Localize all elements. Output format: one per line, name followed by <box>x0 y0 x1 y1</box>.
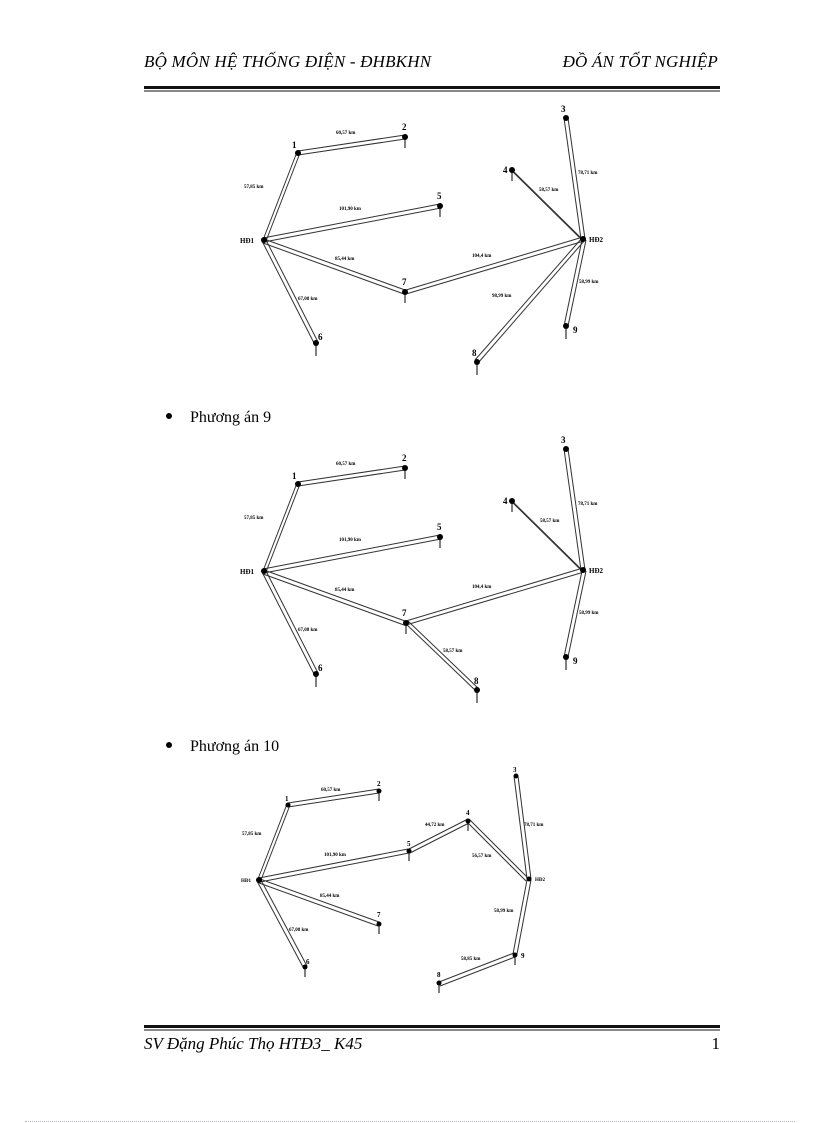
node-7-label: 7 <box>377 911 381 919</box>
node-9-label: 9 <box>573 325 578 335</box>
distance-hd1-1: 57,85 km <box>242 832 262 837</box>
node-1-label: 1 <box>285 795 289 803</box>
node-6-label: 6 <box>306 958 310 966</box>
section-title: Phương án 9 <box>190 409 272 426</box>
distance-hd1-1: 57,85 km <box>244 516 264 521</box>
distance-hd1-5: 101,90 km <box>324 853 347 858</box>
footer-author: SV Đặng Phúc Thọ HTĐ3_ K45 <box>144 1034 363 1053</box>
footer-rule <box>144 1025 720 1031</box>
line-hd1-1 <box>262 151 301 242</box>
page-footer: SV Đặng Phúc Thọ HTĐ3_ K45 1 <box>144 1034 720 1058</box>
node-hd1-label: HĐ1 <box>240 568 255 576</box>
bullet-icon <box>166 742 172 749</box>
node-4-label: 4 <box>503 165 508 175</box>
node-5-label: 5 <box>407 840 411 848</box>
node-6-label: 6 <box>318 663 323 673</box>
distance-1-2: 60,57 km <box>336 462 356 467</box>
header-rule <box>144 86 720 92</box>
line-hd1-7 <box>262 238 406 295</box>
node-5-label: 5 <box>437 522 442 532</box>
network-diagram-phuong-an-9: 1 2 3 4 5 6 7 8 9 HĐ1 HĐ2 57,85 km 60,57… <box>240 435 604 703</box>
node-9-label: 9 <box>573 656 578 666</box>
distance-hd2-4: 58,57 km <box>540 519 560 524</box>
node-4-label: 4 <box>503 496 508 506</box>
distance-hd2-9: 58,99 km <box>494 909 514 914</box>
section-heading-phuong-an-10: Phương án 10 <box>166 738 279 756</box>
distance-7-hd2: 104,4 km <box>472 254 492 259</box>
distance-hd2-3: 78,71 km <box>578 171 598 176</box>
node-hd1-label: HĐ1 <box>240 237 255 245</box>
distance-hd2-3: 78,71 km <box>578 502 598 507</box>
section-title: Phương án 10 <box>190 738 280 755</box>
node-6-label: 6 <box>318 332 323 342</box>
node-hd2-label: HĐ2 <box>589 236 604 244</box>
distance-hd2-3: 78,71 km <box>524 823 544 828</box>
distance-hd2-9: 58,99 km <box>579 280 599 285</box>
distance-7-8: 58,57 km <box>443 649 463 654</box>
node-9-label: 9 <box>521 952 525 960</box>
node-1-label: 1 <box>292 140 297 150</box>
page-header: BỘ MÔN HỆ THỐNG ĐIỆN - ĐHBKHN ĐỒ ÁN TỐT … <box>144 52 720 76</box>
node-hd2-label: HĐ2 <box>535 878 546 883</box>
line-hd2-3 <box>563 117 586 240</box>
header-department: BỘ MÔN HỆ THỐNG ĐIỆN - ĐHBKHN <box>144 52 432 71</box>
network-diagram-phuong-an-10: 1 2 3 4 5 6 7 8 9 HĐ1 HĐ2 57,85 km 60,57… <box>241 766 546 993</box>
node-2-label: 2 <box>402 453 407 463</box>
distance-hd1-7: 85,44 km <box>320 894 340 899</box>
bullet-icon <box>166 413 172 420</box>
node-2-label: 2 <box>402 122 407 132</box>
distance-hd1-5: 101,90 km <box>339 538 362 543</box>
header-project-title: ĐỒ ÁN TỐT NGHIỆP <box>562 52 718 71</box>
node-3-label: 3 <box>513 766 517 774</box>
line-hd1-5 <box>262 203 442 243</box>
node-8-label: 8 <box>437 971 441 979</box>
distance-hd1-1: 57,85 km <box>244 185 264 190</box>
node-hd1-label: HĐ1 <box>241 879 252 884</box>
distance-hd1-6: 67,08 km <box>298 628 318 633</box>
distance-1-2: 60,57 km <box>321 788 341 793</box>
line-hd2-9 <box>563 239 587 327</box>
page-boundary <box>25 1121 795 1122</box>
node-4-label: 4 <box>466 809 470 817</box>
distance-hd2-8: 98,99 km <box>492 294 512 299</box>
distance-hd2-4: 58,57 km <box>539 188 559 193</box>
distance-4-hd2: 56,57 km <box>472 854 492 859</box>
node-1-label: 1 <box>292 471 297 481</box>
line-7-hd2 <box>405 236 585 295</box>
node-2-label: 2 <box>377 780 381 788</box>
node-5-label: 5 <box>437 191 442 201</box>
line-hd1-6 <box>261 239 319 344</box>
node-3-label: 3 <box>561 435 566 445</box>
distance-9-8: 58,85 km <box>461 957 481 962</box>
line-hd2-4 <box>510 168 584 242</box>
node-7-label: 7 <box>402 277 407 287</box>
node-hd2-label: HĐ2 <box>589 567 604 575</box>
section-heading-phuong-an-9: Phương án 9 <box>166 409 271 427</box>
distance-5-4: 44,72 km <box>425 823 445 828</box>
node-8-label: 8 <box>474 676 479 686</box>
page-number: 1 <box>711 1034 721 1053</box>
node-8-label: 8 <box>472 348 477 358</box>
line-1-2 <box>297 134 406 156</box>
distance-hd2-9: 58,99 km <box>579 611 599 616</box>
distance-1-2: 60,57 km <box>336 131 356 136</box>
distance-7-hd2: 104,4 km <box>472 585 492 590</box>
distance-hd1-7: 85,44 km <box>335 588 355 593</box>
node-3-label: 3 <box>561 104 566 114</box>
distance-hd1-7: 85,44 km <box>335 257 355 262</box>
distance-hd1-6: 67,08 km <box>298 297 318 302</box>
distance-hd1-6: 67,08 km <box>289 928 309 933</box>
node-7-label: 7 <box>402 608 407 618</box>
distance-hd1-5: 101,90 km <box>339 207 362 212</box>
line-hd2-8 <box>474 237 586 364</box>
network-diagram-1: 1 2 3 4 5 6 7 8 9 HĐ1 HĐ2 57,85 km 60,57… <box>240 104 604 375</box>
